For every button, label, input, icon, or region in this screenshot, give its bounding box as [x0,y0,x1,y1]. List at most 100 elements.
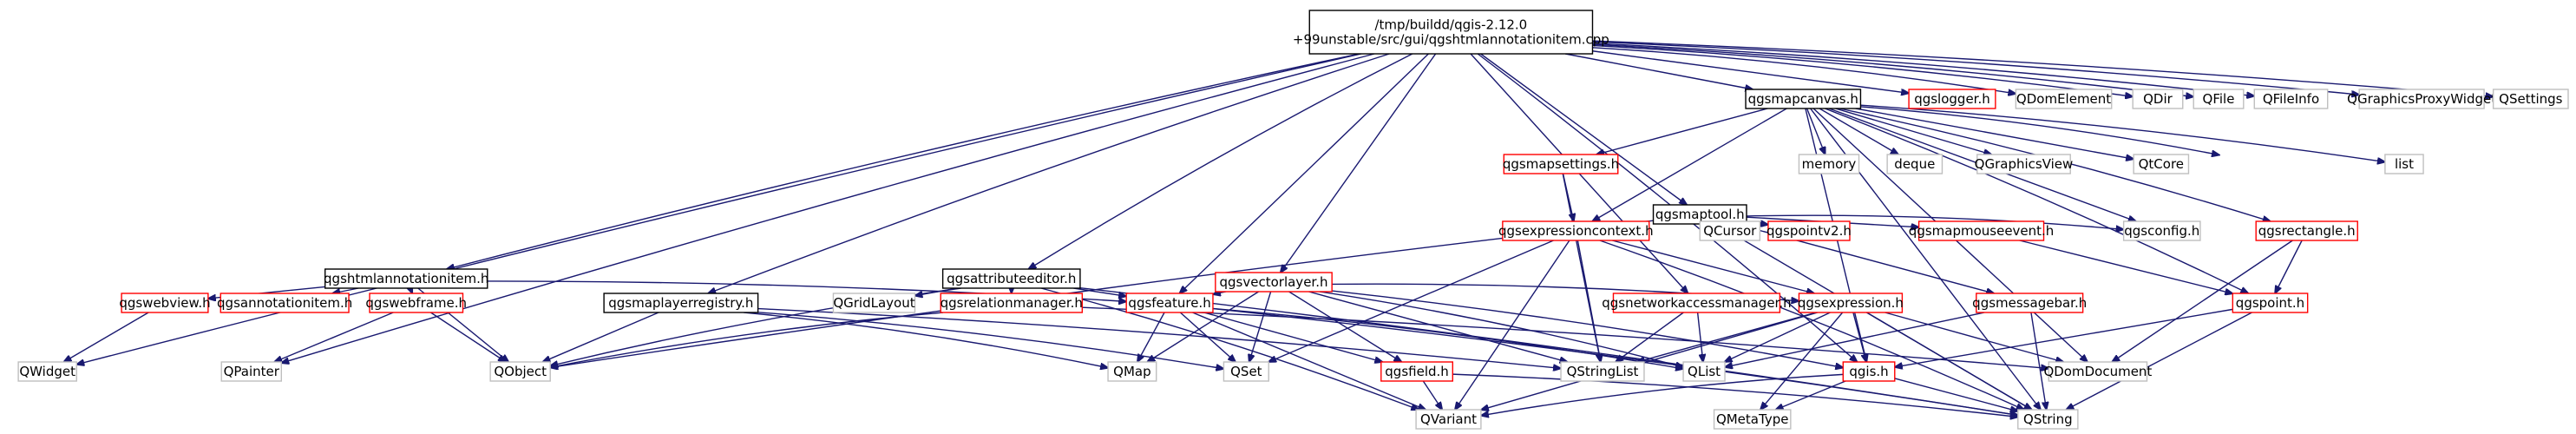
node-box-qcursor [1699,220,1761,241]
node-qgsmaplayerregistry[interactable]: qgsmaplayerregistry.h [603,293,759,313]
node-qgis[interactable]: qgis.h [1842,361,1896,382]
edge-qgis-to-qstring [1894,378,2018,411]
node-qstring[interactable]: QString [2017,409,2079,430]
edge-root-to-qgshtmlannotationitem [447,53,1360,269]
node-qpainter[interactable]: QPainter [220,361,283,382]
node-box-qgspointv2 [1767,220,1851,241]
node-label-root-line1: /tmp/buildd/qgis-2.12.0 [1375,17,1528,33]
edge-qgsvectorlayer-to-qset [1249,291,1272,362]
node-label-qgspointv2: qgspointv2.h [1766,223,1852,239]
edge-qgsexpression-to-qvariant [1481,312,1819,410]
node-qgsexpressioncontext[interactable]: qgsexpressioncontext.h [1498,220,1654,241]
node-label-qgridlayout: QGridLayout [833,295,914,311]
node-qgswebframe[interactable]: qgswebframe.h [365,293,467,313]
node-qobject[interactable]: QObject [489,361,551,382]
edge-qgsmaptool-to-qgsconfig [1746,214,2124,229]
node-qgspoint[interactable]: qgspoint.h [2232,293,2309,313]
node-qfileinfo[interactable]: QFileInfo [2253,89,2329,109]
node-qgsconfig[interactable]: qgsconfig.h [2122,220,2201,241]
node-qgsattributeeditor[interactable]: qgsattributeeditor.h [941,268,1081,289]
edge-qgsvectorlayer-to-qstringlist [1308,291,1567,362]
edge-root-to-qpainter [281,53,1375,363]
edge-qgis-to-qmetatype [1776,380,1846,410]
node-qgsmapsettings[interactable]: qgsmapsettings.h [1503,154,1619,174]
nodes-layer: /tmp/buildd/qgis-2.12.0+99unstable/src/g… [17,10,2569,430]
node-qtcore[interactable]: QtCore [2133,154,2190,174]
node-label-qgswebframe: qgswebframe.h [365,295,467,311]
node-label-qgsmaptool: qgsmaptool.h [1655,207,1745,222]
node-label-qgsmaplayerregistry: qgsmaplayerregistry.h [608,295,753,311]
edge-qgis-to-qvariant [1481,373,1844,415]
edge-qgsexpression-to-qstring [1866,312,2032,410]
edge-qgsrectangle-to-qdomdocument [2112,240,2293,362]
node-box-qvariant [1415,409,1482,430]
node-qgridlayout[interactable]: QGridLayout [832,293,916,313]
node-label-qgslogger: qgslogger.h [1914,91,1990,107]
node-qfile[interactable]: QFile [2193,89,2245,109]
edge-qgsexpression-to-qlist [1725,312,1831,362]
node-qdomelement[interactable]: QDomElement [2015,89,2113,109]
edge-root-to-qgsattributeeditor [1028,53,1413,269]
node-qcursor[interactable]: QCursor [1699,220,1761,241]
node-qgsrectangle[interactable]: qgsrectangle.h [2255,220,2358,241]
node-qgsfeature[interactable]: qgsfeature.h [1125,293,1214,313]
edge-qgsmapmouseevent-to-qgspoint [2019,240,2233,293]
node-box-list [2384,154,2424,174]
node-box-qgswebview [121,293,209,313]
node-qgraphicsproxywidget[interactable]: QGraphicsProxyWidget [2347,89,2496,109]
node-qgsexpression[interactable]: qgsexpression.h [1798,293,1904,313]
node-qgspointv2[interactable]: qgspointv2.h [1766,220,1852,241]
node-label-qgis: qgis.h [1849,364,1888,379]
node-qgraphicsview[interactable]: QGraphicsView [1975,154,2074,174]
node-label-qgsmapsettings: qgsmapsettings.h [1503,156,1619,172]
node-memory[interactable]: memory [1798,154,1860,174]
edge-qgsrelationmanager-to-qobject [550,312,944,367]
node-label-qmap: QMap [1113,364,1150,379]
node-label-qdir: QDir [2143,91,2173,107]
node-box-qgsmapcanvas [1745,89,1862,109]
node-label-qgspoint: qgspoint.h [2236,295,2304,311]
node-qlist[interactable]: QList [1682,361,1726,382]
node-qgswebview[interactable]: qgswebview.h [119,293,211,313]
node-label-qfile: QFile [2203,91,2235,107]
node-qvariant[interactable]: QVariant [1415,409,1482,430]
edge-qgsmaplayerregistry-to-qset [757,312,1224,369]
node-qstringlist[interactable]: QStringList [1560,361,1645,382]
node-qmetatype[interactable]: QMetaType [1713,409,1792,430]
node-qgslogger[interactable]: qgslogger.h [1908,89,1996,109]
node-qwidget[interactable]: QWidget [17,361,77,382]
node-qsettings[interactable]: QSettings [2492,89,2569,109]
node-label-memory: memory [1802,156,1857,172]
node-qgsnetworkaccessmanager[interactable]: qgsnetworkaccessmanager.h [1602,293,1792,313]
edge-qgsmaplayerregistry-to-qmap [744,312,1108,368]
node-qmap[interactable]: QMap [1107,361,1157,382]
node-qset[interactable]: QSet [1222,361,1269,382]
node-deque[interactable]: deque [1886,154,1943,174]
edge-qgsfeature-to-qvariant [1192,312,1426,410]
node-qgsvectorlayer[interactable]: qgsvectorlayer.h [1215,272,1333,293]
node-box-qwidget [17,361,77,382]
node-qdomdocument[interactable]: QDomDocument [2043,361,2152,382]
edge-qgshtmlannotationitem-to-qgsannotationitem [332,287,359,293]
node-qgsmapmouseevent[interactable]: qgsmapmouseevent.h [1909,220,2055,241]
node-qgsrelationmanager[interactable]: qgsrelationmanager.h [940,293,1084,313]
edge-qgsmapcanvas-to-qstring [1810,108,2041,410]
node-qgshtmlannotationitem[interactable]: qgshtmlannotationitem.h [324,268,488,289]
node-qgsannotationitem[interactable]: qgsannotationitem.h [217,293,352,313]
node-list[interactable]: list [2384,154,2424,174]
edge-qgsexpression-to-qstringlist [1637,312,1817,362]
node-qgsmapcanvas[interactable]: qgsmapcanvas.h [1745,89,1862,109]
node-qgsmaptool[interactable]: qgsmaptool.h [1652,204,1747,225]
node-qdir[interactable]: QDir [2132,89,2184,109]
node-qgsfield[interactable]: qgsfield.h [1380,361,1453,382]
node-box-qgsexpressioncontext [1502,220,1650,241]
edge-qgsmapcanvas-to-list [1860,104,2384,161]
node-box-root [1308,10,1594,55]
edge-qgsmapcanvas-to-memory [1806,108,1825,155]
node-root[interactable]: /tmp/buildd/qgis-2.12.0+99unstable/src/g… [1293,10,1609,55]
node-label-qgsfield: qgsfield.h [1385,364,1449,379]
edge-qgsattributeeditor-to-qvariant [1040,287,1419,410]
node-label-qgsrelationmanager: qgsrelationmanager.h [941,295,1083,311]
node-qgsmessagebar[interactable]: qgsmessagebar.h [1972,293,2087,313]
node-label-qgsnetworkaccessmanager: qgsnetworkaccessmanager.h [1602,295,1791,311]
